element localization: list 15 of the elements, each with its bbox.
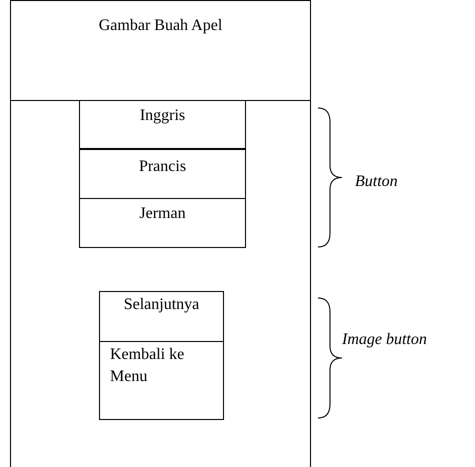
menu-button xyxy=(79,148,246,199)
screen-frame xyxy=(10,100,311,467)
annotation-label: Image button xyxy=(342,331,427,349)
menu-button xyxy=(99,341,224,420)
menu-button xyxy=(79,100,246,150)
menu-button xyxy=(79,198,246,248)
button-label: Kembali ke Menu xyxy=(110,345,186,387)
button-label: Selanjutnya xyxy=(122,295,200,315)
button-label: Inggris xyxy=(138,106,186,126)
annotation-label: Button xyxy=(355,173,398,191)
title-text: Gambar Buah Apel xyxy=(98,16,224,36)
button-label: Prancis xyxy=(138,157,188,177)
button-label: Jerman xyxy=(138,204,187,224)
menu-button xyxy=(99,291,224,342)
header-panel xyxy=(10,0,311,101)
